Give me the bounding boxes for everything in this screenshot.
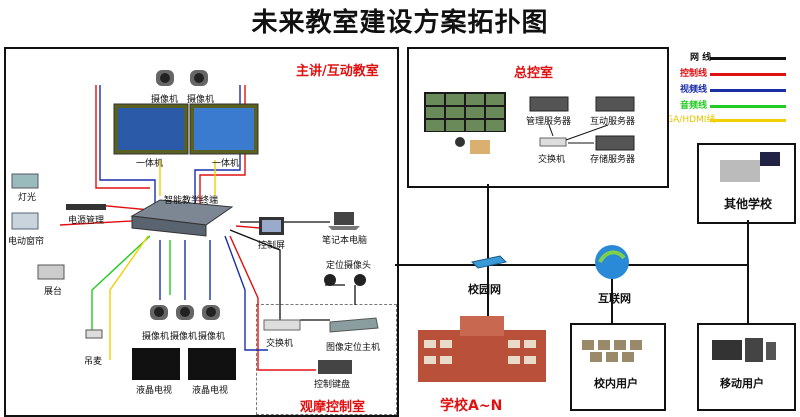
mobile-users-box [697,323,796,411]
interact-server-label: 互动服务器 [590,117,636,127]
campus-net-label: 校园网 [468,283,501,296]
other-school-label: 其他学校 [724,197,773,211]
legend-label: 网 线 [690,53,712,63]
legend-control: 控制线 [650,66,790,82]
camera-label: 摄像机 [170,332,198,342]
locate-camera-label: 定位摄像头 [326,261,372,271]
observe-room-box [256,304,397,415]
camera-top-1 [156,70,174,86]
tv-label: 液晶电视 [192,386,229,396]
all-in-one-label: 一体机 [136,159,164,169]
camera-label: 摄像机 [142,332,170,342]
curtain-label: 电动窗帘 [8,237,45,247]
diagram-title: 未来教室建设方案拓扑图 [251,8,549,38]
lights-label: 灯光 [18,193,37,203]
legend-label: 视频线 [680,85,708,95]
legend-audio: 音频线 [650,98,790,114]
booth-label: 展台 [44,287,63,297]
power-label: 电源管理 [68,216,105,226]
internet-label: 互联网 [598,292,631,305]
legend-video: 视频线 [650,82,790,98]
observe-switch-label: 交换机 [266,339,294,349]
keyboard-label: 控制键盘 [314,380,351,390]
campus-users-box [570,323,666,411]
tv-label: 液晶电视 [136,386,173,396]
control-center-title: 总控室 [514,66,554,81]
all-in-one-label: 一体机 [212,159,240,169]
camera-label: 摄像机 [151,95,179,105]
camera-label: 摄像机 [187,95,215,105]
campus-users-label: 校内用户 [594,377,638,390]
legend-vga: VGA/HDMI线 [650,112,790,128]
observe-room-title: 观摩控制室 [300,400,366,415]
legend-network: 网 线 [650,50,790,66]
camera-label: 摄像机 [198,332,226,342]
classroom-title: 主讲/互动教室 [296,64,379,79]
legend-label: 音频线 [680,101,708,111]
laptop-label: 笔记本电脑 [322,236,368,246]
camera-top-2 [190,70,208,86]
legend-label: 控制线 [680,69,708,79]
mic-label: 吊麦 [84,357,103,367]
school-label: 学校A~N [440,398,503,414]
locate-host-label: 图像定位主机 [326,343,381,353]
center-switch-label: 交换机 [538,155,566,165]
control-screen-label: 控制屏 [258,241,286,251]
legend-label: VGA/HDMI线 [660,115,716,125]
mobile-users-label: 移动用户 [720,377,764,390]
storage-server-label: 存储服务器 [590,155,636,165]
recorder-label: 智能教学终端 [164,196,219,206]
mgmt-server-label: 管理服务器 [526,117,572,127]
